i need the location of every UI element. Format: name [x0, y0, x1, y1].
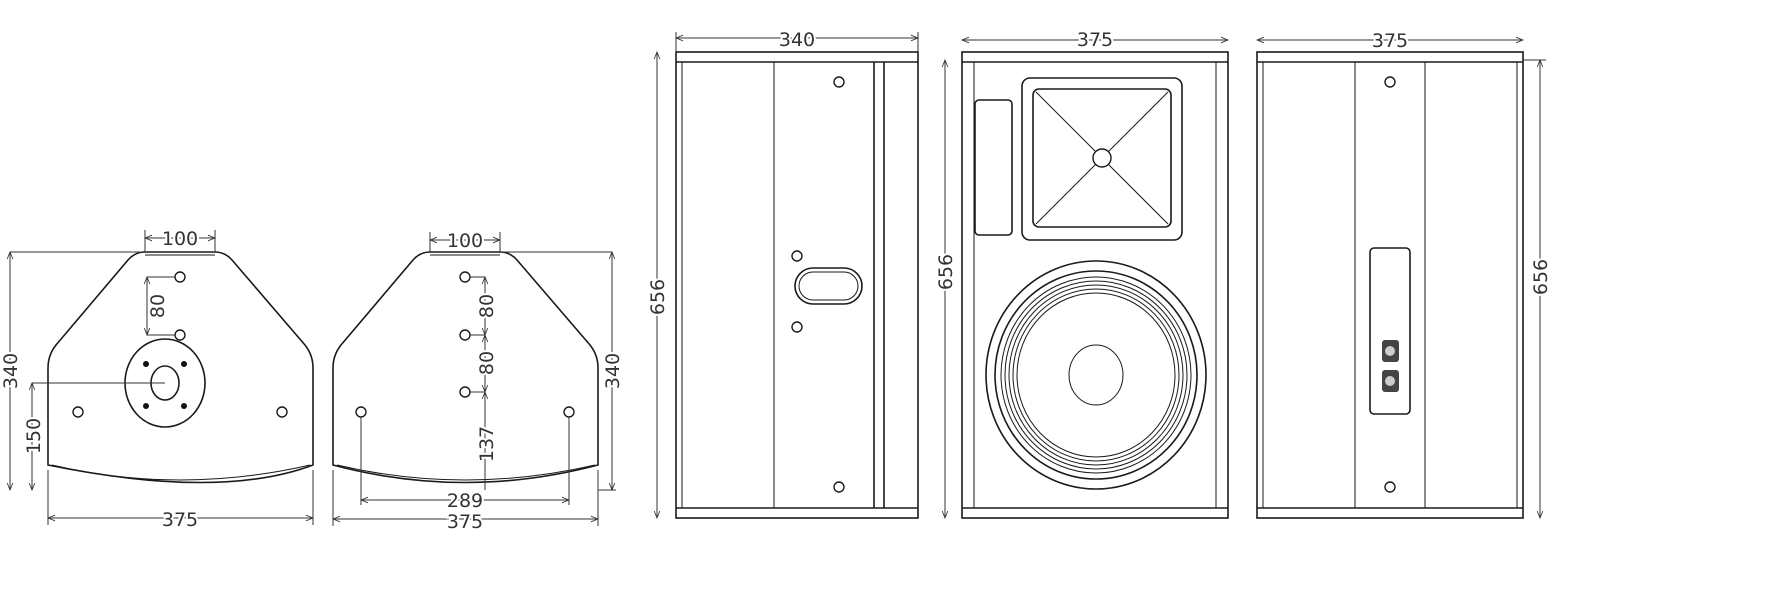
dim-screw-spacing: 80: [147, 294, 169, 318]
dim-width: 375: [447, 511, 483, 533]
dim-top-width: 100: [162, 228, 198, 250]
handle: [794, 267, 863, 305]
input-plate: [1369, 247, 1411, 415]
dim-depth: 340: [779, 29, 815, 51]
dim-tweeter-offset: 150: [23, 418, 45, 454]
dim-height: 340: [602, 353, 624, 389]
top-view: 100 80 80 137 289 375 340: [333, 228, 626, 535]
rear-view: 375 656: [1257, 28, 1554, 518]
dim-height: 656: [935, 254, 957, 290]
dim-width: 375: [162, 509, 198, 531]
screw-icon: [791, 76, 845, 493]
front-view: 375 656: [933, 27, 1228, 518]
screw-icon: [355, 271, 575, 418]
dim-offset: 137: [476, 426, 498, 462]
horn-tweeter: [1021, 77, 1183, 241]
dim-top-width: 100: [447, 230, 483, 252]
screw-icon: [1384, 76, 1396, 493]
dim-spacing-2: 80: [476, 351, 498, 375]
dim-spacing-1: 80: [476, 294, 498, 318]
dim-width: 375: [1372, 30, 1408, 52]
speakon-connector-icon: [1382, 340, 1399, 392]
dim-height: 656: [1530, 259, 1552, 295]
screw-icon: [72, 271, 288, 418]
dim-screw-span: 289: [447, 490, 483, 512]
dim-height: 340: [0, 353, 22, 389]
dim-height: 656: [647, 279, 669, 315]
bass-port: [974, 99, 1013, 236]
dim-width: 375: [1077, 29, 1113, 51]
bottom-view: 100 80 340 150 375: [0, 226, 313, 533]
side-view: 340 656: [645, 27, 918, 518]
woofer: [985, 260, 1207, 490]
